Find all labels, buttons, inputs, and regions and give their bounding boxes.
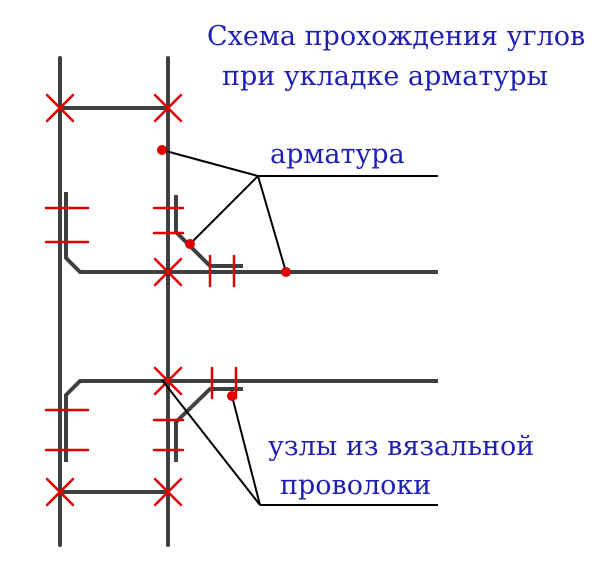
upper-right-corner-bar	[174, 195, 243, 268]
indicator-dot	[227, 391, 237, 401]
lower-right-corner-bar	[174, 387, 243, 462]
tie-x-mark	[153, 257, 183, 287]
diagram-title-line-1: Схема прохождения углов	[207, 21, 586, 52]
tie-x-marks	[45, 93, 183, 507]
cross-ties	[60, 106, 168, 494]
rebar-label: арматура	[270, 139, 405, 170]
rebar-leader-line	[161, 149, 438, 273]
leader-lines	[161, 149, 438, 506]
lower-left-corner-bar	[64, 379, 438, 462]
tie-x-mark	[153, 366, 183, 396]
knots-label-line-2: проволоки	[280, 470, 432, 501]
upper-left-corner-bar	[64, 192, 438, 274]
corner-rebars	[64, 192, 438, 462]
tie-x-mark	[45, 477, 75, 507]
indicator-dot	[185, 239, 195, 249]
diagram-title-line-2: при укладке арматуры	[222, 61, 549, 92]
indicator-dot	[281, 267, 291, 277]
indicator-dot	[157, 145, 167, 155]
indicator-dots	[157, 145, 291, 401]
tie-dash-marks	[44, 206, 238, 452]
tie-x-mark	[153, 477, 183, 507]
knots-leader-line	[161, 379, 438, 506]
vertical-rebars	[58, 56, 170, 547]
knots-label-line-1: узлы из вязальной	[268, 431, 535, 462]
tie-x-mark	[45, 93, 75, 123]
tie-x-mark	[153, 93, 183, 123]
